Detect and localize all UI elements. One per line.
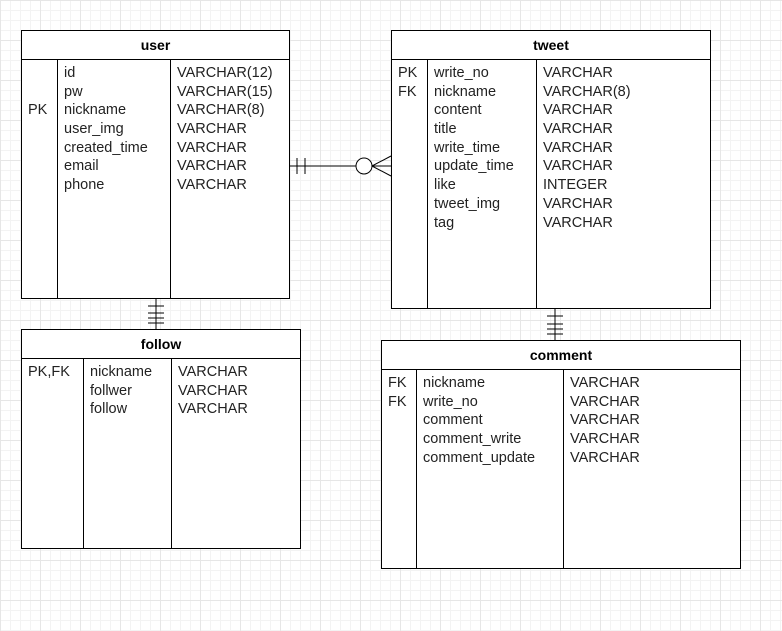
comment-type-cell: VARCHAR — [570, 412, 640, 429]
user-type-cell: VARCHAR — [177, 121, 247, 138]
comment-type-cell: VARCHAR — [570, 449, 640, 466]
comment-field-cell: comment_write — [423, 431, 522, 448]
user-type-cell: VARCHAR(8) — [177, 102, 265, 119]
tweet-type-cell: VARCHAR — [543, 195, 613, 212]
user-type-cell: VARCHAR(15) — [177, 83, 273, 100]
user-field-cell: email — [64, 158, 99, 175]
tweet-field-cell: content — [434, 102, 482, 119]
user-field-cell: created_time — [64, 139, 148, 156]
table-title-user: user — [22, 31, 289, 60]
key-column-follow: PK,FK — [22, 359, 83, 548]
user-type-cell: VARCHAR — [177, 177, 247, 194]
key-column-comment: FK FK — [382, 370, 416, 568]
type-column-follow: VARCHAR VARCHAR VARCHAR — [171, 359, 300, 548]
tweet-field-cell: tweet_img — [434, 195, 501, 212]
comment-field-cell: comment — [423, 412, 483, 429]
tweet-type-cell: VARCHAR — [543, 65, 613, 81]
comment-type-cell: VARCHAR — [570, 375, 640, 391]
user-type-cell: VARCHAR — [177, 139, 247, 156]
tweet-type-cell: VARCHAR(8) — [543, 83, 631, 100]
table-follow[interactable]: follow PK,FK nickname follwer follow VARCH… — [21, 329, 301, 549]
relation-user-tweet — [290, 155, 392, 177]
follow-field-cell: nickname — [90, 364, 153, 380]
user-type-cell: VARCHAR(12) — [177, 65, 273, 81]
comment-field-cell: comment_update — [423, 449, 536, 466]
user-field-cell: id — [64, 65, 76, 81]
user-type-cell: VARCHAR — [177, 158, 247, 175]
tweet-key-cell: FK — [398, 83, 417, 100]
tweet-field-cell: nickname — [434, 83, 497, 100]
user-field-cell: pw — [64, 83, 83, 100]
comment-field-cell: nickname — [423, 375, 486, 391]
follow-field-cell: follwer — [90, 382, 132, 399]
table-title-tweet: tweet — [392, 31, 710, 60]
tweet-field-cell: write_no — [434, 65, 489, 81]
tweet-field-cell: title — [434, 121, 457, 138]
tweet-field-cell: like — [434, 177, 456, 194]
relation-tweet-comment — [547, 309, 563, 340]
tweet-field-cell: tag — [434, 214, 455, 231]
user-field-cell: phone — [64, 177, 105, 194]
tweet-type-cell: VARCHAR — [543, 214, 613, 231]
tweet-type-cell: VARCHAR — [543, 121, 613, 138]
tweet-type-cell: VARCHAR — [543, 139, 613, 156]
user-field-cell: nickname — [64, 102, 127, 119]
tweet-type-cell: INTEGER — [543, 177, 608, 194]
follow-type-cell: VARCHAR — [178, 382, 248, 399]
user-key-cell: PK — [28, 102, 48, 119]
relation-user-follow — [148, 299, 164, 329]
comment-key-cell: FK — [388, 393, 407, 410]
follow-type-cell: VARCHAR — [178, 364, 248, 380]
tweet-field-cell: write_time — [434, 139, 501, 156]
key-column-tweet: PK FK — [392, 60, 427, 308]
comment-key-cell: FK — [388, 375, 407, 391]
comment-type-cell: VARCHAR — [570, 431, 640, 448]
comment-field-cell: write_no — [423, 393, 478, 410]
follow-key-cell: PK,FK — [28, 364, 70, 380]
table-title-follow: follow — [22, 330, 300, 359]
follow-field-cell: follow — [90, 401, 128, 418]
tweet-type-cell: VARCHAR — [543, 102, 613, 119]
field-column-follow: nickname follwer follow — [83, 359, 171, 548]
follow-type-cell: VARCHAR — [178, 401, 248, 418]
table-title-comment: comment — [382, 341, 740, 370]
tweet-key-cell: PK — [398, 65, 418, 81]
key-column-user: PK — [22, 60, 57, 298]
comment-type-cell: VARCHAR — [570, 393, 640, 410]
tweet-field-cell: update_time — [434, 158, 514, 175]
user-field-cell: user_img — [64, 121, 124, 138]
tweet-type-cell: VARCHAR — [543, 158, 613, 175]
